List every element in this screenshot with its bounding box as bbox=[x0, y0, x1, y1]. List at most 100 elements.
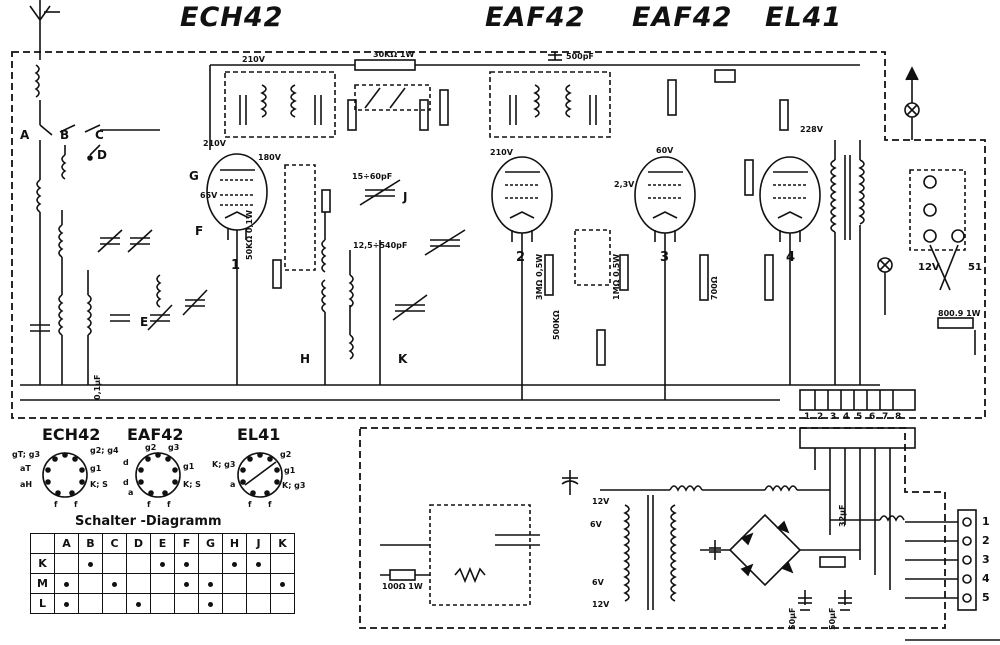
switch-cell bbox=[174, 573, 199, 594]
label-v-12: 12V bbox=[592, 497, 610, 506]
strip-number: 3 bbox=[830, 412, 837, 422]
label-r-800: 800.9 1W bbox=[938, 309, 981, 318]
switch-cell bbox=[78, 573, 103, 594]
tube-title-eaf42-2: EAF42 bbox=[632, 2, 733, 33]
connector-strip-bottom bbox=[799, 427, 916, 449]
pinout-title-ech42: ECH42 bbox=[42, 425, 101, 444]
pin-ech42-f1: f bbox=[54, 500, 58, 509]
switch-cell bbox=[126, 593, 151, 614]
switch-letter-k: K bbox=[398, 352, 408, 366]
label-c-15-60: 15÷60pF bbox=[352, 172, 393, 181]
pinout-ech42 bbox=[42, 452, 88, 498]
pin-eaf42-d2: d bbox=[123, 478, 129, 487]
label-c-500p-top: 500pF bbox=[566, 52, 594, 61]
switch-col-header: G bbox=[198, 533, 223, 554]
switch-cell bbox=[246, 553, 271, 574]
pin-el41-kg3a: K; g3 bbox=[212, 460, 236, 469]
label-v-210-mid: 210V bbox=[490, 148, 513, 157]
pin-ech42-g1: g1 bbox=[90, 464, 102, 473]
pinout-title-eaf42: EAF42 bbox=[127, 425, 184, 444]
pin-eaf42-g2: g2 bbox=[145, 443, 157, 452]
switch-row-label: M bbox=[30, 573, 55, 594]
switch-on-dot bbox=[232, 562, 237, 567]
connector-strip-top bbox=[799, 389, 916, 411]
pinout-title-el41: EL41 bbox=[237, 425, 281, 444]
terminal-number: 2 bbox=[982, 534, 990, 547]
switch-on-dot bbox=[208, 582, 213, 587]
pin-eaf42-f1: f bbox=[147, 500, 151, 509]
tube-number-2: 2 bbox=[516, 250, 526, 265]
pin-el41-g1: g1 bbox=[284, 466, 296, 475]
wave-switch-top bbox=[39, 124, 160, 161]
tube-number-4: 4 bbox=[786, 250, 796, 265]
label-c-32uf: 32μF bbox=[838, 504, 847, 527]
switch-letter-b: B bbox=[60, 128, 70, 142]
pilot-lamp-icon bbox=[877, 257, 893, 315]
switch-row-label: K bbox=[30, 553, 55, 574]
terminal-number: 1 bbox=[982, 515, 990, 528]
switch-cell bbox=[78, 593, 103, 614]
pinout-el41 bbox=[237, 452, 283, 498]
switch-cell bbox=[102, 573, 127, 594]
switch-diagram-row: M bbox=[30, 573, 295, 594]
pin-eaf42-ks: K; S bbox=[183, 480, 201, 489]
switch-letter-f: F bbox=[195, 224, 204, 238]
switch-cell bbox=[126, 553, 151, 574]
switch-col-header: C bbox=[102, 533, 127, 554]
switch-cell bbox=[246, 573, 271, 594]
tube-title-ech42: ECH42 bbox=[180, 2, 284, 33]
pin-eaf42-f2: f bbox=[167, 500, 171, 509]
terminal-number: 3 bbox=[982, 553, 990, 566]
switch-cell bbox=[246, 593, 271, 614]
switch-cell bbox=[222, 553, 247, 574]
switch-col-header: E bbox=[150, 533, 175, 554]
pin-el41-kg3b: K; g3 bbox=[282, 481, 306, 490]
switch-cell bbox=[78, 553, 103, 574]
pin-eaf42-g1: g1 bbox=[183, 462, 195, 471]
switch-diagram-row: L bbox=[30, 593, 295, 614]
switch-cell bbox=[174, 593, 199, 614]
pin-eaf42-a: a bbox=[128, 488, 134, 497]
switch-diagram-table: A B C D E F G H J K K M L bbox=[30, 533, 295, 614]
pin-ech42-g2: g2; g4 bbox=[90, 446, 119, 455]
pin-eaf42-d1: d bbox=[123, 458, 129, 467]
switch-col-header: B bbox=[78, 533, 103, 554]
label-v-228: 228V bbox=[800, 125, 823, 134]
pin-el41-g2: g2 bbox=[280, 450, 292, 459]
switch-on-dot bbox=[64, 602, 69, 607]
switch-diagram-title: Schalter -Diagramm bbox=[75, 514, 222, 529]
label-r-3m: 3MΩ 0,5W bbox=[535, 253, 544, 300]
switch-cell bbox=[150, 593, 175, 614]
tube-eaf42-1 bbox=[491, 156, 553, 242]
switch-letter-g: G bbox=[189, 169, 199, 183]
tube-el41 bbox=[759, 156, 821, 242]
switch-letter-c: C bbox=[95, 128, 104, 142]
switch-on-dot bbox=[64, 582, 69, 587]
pin-eaf42-g3: g3 bbox=[168, 443, 180, 452]
label-r-1m: 1MΩ 0,5W bbox=[612, 253, 621, 300]
label-c-50uf-a: 50μF bbox=[788, 607, 797, 630]
label-c-50uf-b: 50μF bbox=[828, 607, 837, 630]
switch-col-header: H bbox=[222, 533, 247, 554]
switch-col-header: D bbox=[126, 533, 151, 554]
label-c-125-540: 12,5÷540pF bbox=[353, 241, 408, 250]
strip-number: 7 bbox=[882, 412, 889, 422]
tube-number-1: 1 bbox=[231, 258, 241, 273]
switch-on-dot bbox=[256, 562, 261, 567]
label-v-60: 60V bbox=[656, 146, 674, 155]
switch-cell bbox=[54, 573, 79, 594]
tube-eaf42-2 bbox=[634, 156, 696, 242]
pin-el41-f1: f bbox=[248, 500, 252, 509]
strip-number: 4 bbox=[843, 412, 850, 422]
switch-cell bbox=[222, 593, 247, 614]
switch-on-dot bbox=[184, 582, 189, 587]
switch-on-dot bbox=[208, 602, 213, 607]
terminal-number: 4 bbox=[982, 572, 990, 585]
pin-el41-a: a bbox=[230, 480, 236, 489]
strip-number: 5 bbox=[856, 412, 863, 422]
switch-on-dot bbox=[136, 602, 141, 607]
strip-number: 1 bbox=[804, 412, 811, 422]
label-v-6: 6V bbox=[592, 578, 604, 587]
switch-cell bbox=[198, 553, 223, 574]
